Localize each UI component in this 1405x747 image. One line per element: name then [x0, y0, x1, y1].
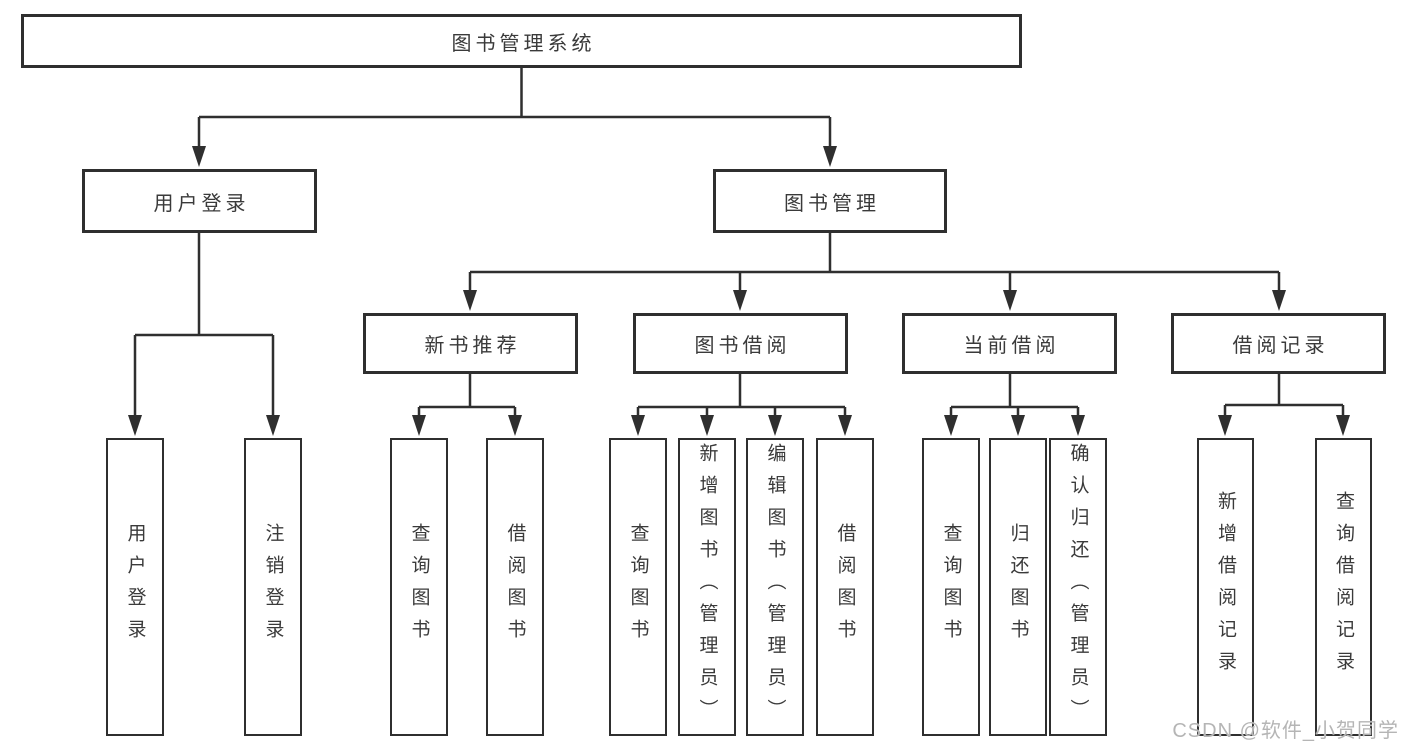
- node-user-login: 用户登录: [82, 169, 317, 233]
- leaf-records-query: 查询借阅记录: [1315, 438, 1372, 736]
- leaf-records-add: 新增借阅记录: [1197, 438, 1254, 736]
- connector-book-borrow-split: [636, 374, 847, 417]
- connector-borrow-records-split: [1223, 374, 1345, 417]
- arrow-icon: [463, 290, 477, 311]
- node-book-borrow: 图书借阅: [633, 313, 848, 374]
- node-root: 图书管理系统: [21, 14, 1022, 68]
- arrow-icon: [700, 415, 714, 436]
- arrow-icon: [823, 146, 837, 167]
- arrow-icon: [1272, 290, 1286, 311]
- leaf-newbooks-borrow: 借阅图书: [486, 438, 544, 736]
- arrow-icon: [1003, 290, 1017, 311]
- connector-current-borrow-split: [949, 374, 1080, 417]
- leaf-user-login: 用户登录: [106, 438, 164, 736]
- arrow-icon: [128, 415, 142, 436]
- leaf-newbooks-query: 查询图书: [390, 438, 448, 736]
- arrow-icon: [1011, 415, 1025, 436]
- arrow-icon: [631, 415, 645, 436]
- leaf-current-return: 归还图书: [989, 438, 1047, 736]
- arrow-icon: [266, 415, 280, 436]
- arrow-icon: [838, 415, 852, 436]
- arrowheads: [128, 146, 1350, 436]
- node-new-books: 新书推荐: [363, 313, 578, 374]
- arrow-icon: [1218, 415, 1232, 436]
- node-book-mgmt: 图书管理: [713, 169, 947, 233]
- leaf-borrow-edit-admin: 编辑图书（管理员）: [746, 438, 804, 736]
- leaf-borrow-add-admin: 新增图书（管理员）: [678, 438, 736, 736]
- arrow-icon: [1071, 415, 1085, 436]
- watermark: CSDN @软件_小贺同学: [1172, 720, 1399, 742]
- connector-user-login-split: [133, 233, 275, 417]
- arrow-icon: [1336, 415, 1350, 436]
- arrow-icon: [944, 415, 958, 436]
- connector-new-books-split: [417, 374, 517, 417]
- arrow-icon: [508, 415, 522, 436]
- leaf-current-confirm-admin: 确认归还（管理员）: [1049, 438, 1107, 736]
- leaf-borrow-book: 借阅图书: [816, 438, 874, 736]
- leaf-current-query: 查询图书: [922, 438, 980, 736]
- connector-root-split: [197, 68, 832, 148]
- arrow-icon: [733, 290, 747, 311]
- connector-book-mgmt-split: [468, 233, 1281, 292]
- arrow-icon: [768, 415, 782, 436]
- node-current-borrow: 当前借阅: [902, 313, 1117, 374]
- arrow-icon: [192, 146, 206, 167]
- leaf-logout: 注销登录: [244, 438, 302, 736]
- leaf-borrow-query: 查询图书: [609, 438, 667, 736]
- arrow-icon: [412, 415, 426, 436]
- node-borrow-records: 借阅记录: [1171, 313, 1386, 374]
